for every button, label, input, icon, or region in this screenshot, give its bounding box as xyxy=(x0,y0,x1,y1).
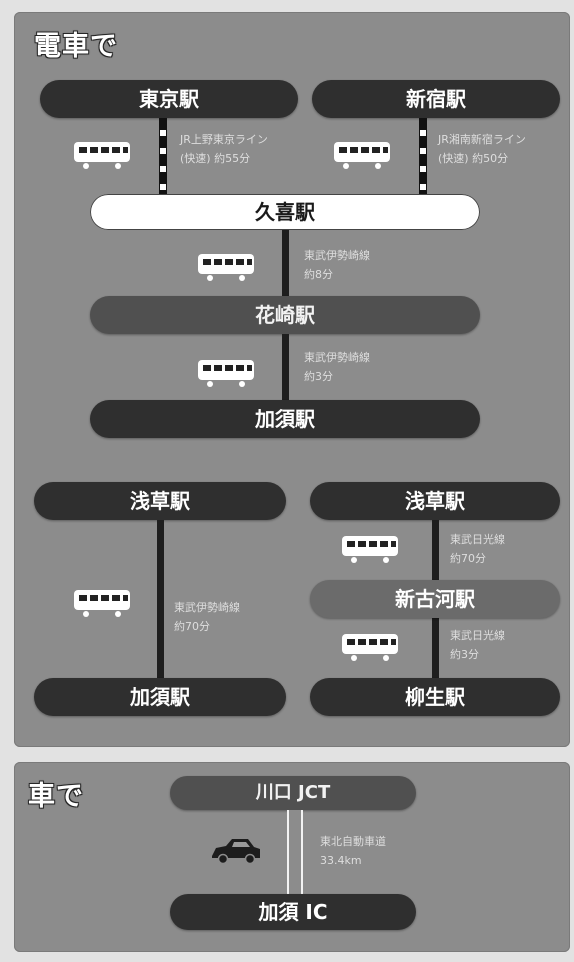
line-hanasaki-kazo xyxy=(282,334,289,406)
jr-line-tokyo xyxy=(159,118,167,196)
route-info-shinkoga-yagyu: 東武日光線 約3分 xyxy=(450,626,505,664)
car-heading: 車で xyxy=(28,781,84,812)
train-heading: 電車で xyxy=(34,31,118,62)
station-shinkoga: 新古河駅 xyxy=(310,580,560,618)
expressway-line xyxy=(287,810,303,896)
station-shinjuku: 新宿駅 xyxy=(312,80,560,118)
route-duration: 約70分 xyxy=(174,620,210,633)
route-line-name: 東武伊勢崎線 xyxy=(174,601,240,614)
car-icon xyxy=(212,839,260,865)
route-line-name: 東武伊勢崎線 xyxy=(304,249,370,262)
line-asakusa-kazo xyxy=(157,520,164,682)
route-info-tokyo-kuki: JR上野東京ライン (快速) 約55分 xyxy=(180,130,268,168)
station-tokyo: 東京駅 xyxy=(40,80,298,118)
route-line-name: JR湘南新宿ライン xyxy=(438,133,526,146)
train-icon xyxy=(334,142,390,169)
train-access-panel: 電車で 東京駅 新宿駅 JR上野東京ライン (快速) 約55分 JR湘南新宿ライ… xyxy=(14,12,570,747)
station-asakusa-left: 浅草駅 xyxy=(34,482,286,520)
route-line-name: 東武日光線 xyxy=(450,533,505,546)
car-access-panel: 車で 川口 JCT 東北自動車道 33.4km 加須 IC xyxy=(14,762,570,952)
train-icon xyxy=(74,142,130,169)
station-kazo-left: 加須駅 xyxy=(34,678,286,716)
train-icon xyxy=(342,536,398,563)
route-duration: 約8分 xyxy=(304,268,333,281)
interchange-kazo-ic: 加須 IC xyxy=(170,894,416,930)
route-distance: 33.4km xyxy=(320,854,362,867)
route-line-name: JR上野東京ライン xyxy=(180,133,268,146)
route-info-asakusa-shinkoga: 東武日光線 約70分 xyxy=(450,530,505,568)
train-icon xyxy=(342,634,398,661)
station-yagyu: 柳生駅 xyxy=(310,678,560,716)
train-icon xyxy=(198,360,254,387)
interchange-kawaguchi-jct: 川口 JCT xyxy=(170,776,416,810)
route-duration: (快速) 約50分 xyxy=(438,152,509,165)
route-duration: 約3分 xyxy=(304,370,333,383)
line-kuki-hanasaki xyxy=(282,230,289,302)
route-info-expressway: 東北自動車道 33.4km xyxy=(320,832,386,870)
route-duration: (快速) 約55分 xyxy=(180,152,251,165)
route-road-name: 東北自動車道 xyxy=(320,835,386,848)
station-asakusa-right: 浅草駅 xyxy=(310,482,560,520)
station-kuki: 久喜駅 xyxy=(90,194,480,230)
station-hanasaki: 花崎駅 xyxy=(90,296,480,334)
route-line-name: 東武伊勢崎線 xyxy=(304,351,370,364)
train-icon xyxy=(198,254,254,281)
route-info-asakusa-kazo: 東武伊勢崎線 約70分 xyxy=(174,598,240,636)
station-kazo: 加須駅 xyxy=(90,400,480,438)
route-info-shinjuku-kuki: JR湘南新宿ライン (快速) 約50分 xyxy=(438,130,526,168)
route-duration: 約3分 xyxy=(450,648,479,661)
route-duration: 約70分 xyxy=(450,552,486,565)
route-info-hanasaki-kazo: 東武伊勢崎線 約3分 xyxy=(304,348,370,386)
jr-line-shinjuku xyxy=(419,118,427,196)
train-icon xyxy=(74,590,130,617)
route-line-name: 東武日光線 xyxy=(450,629,505,642)
route-info-kuki-hanasaki: 東武伊勢崎線 約8分 xyxy=(304,246,370,284)
